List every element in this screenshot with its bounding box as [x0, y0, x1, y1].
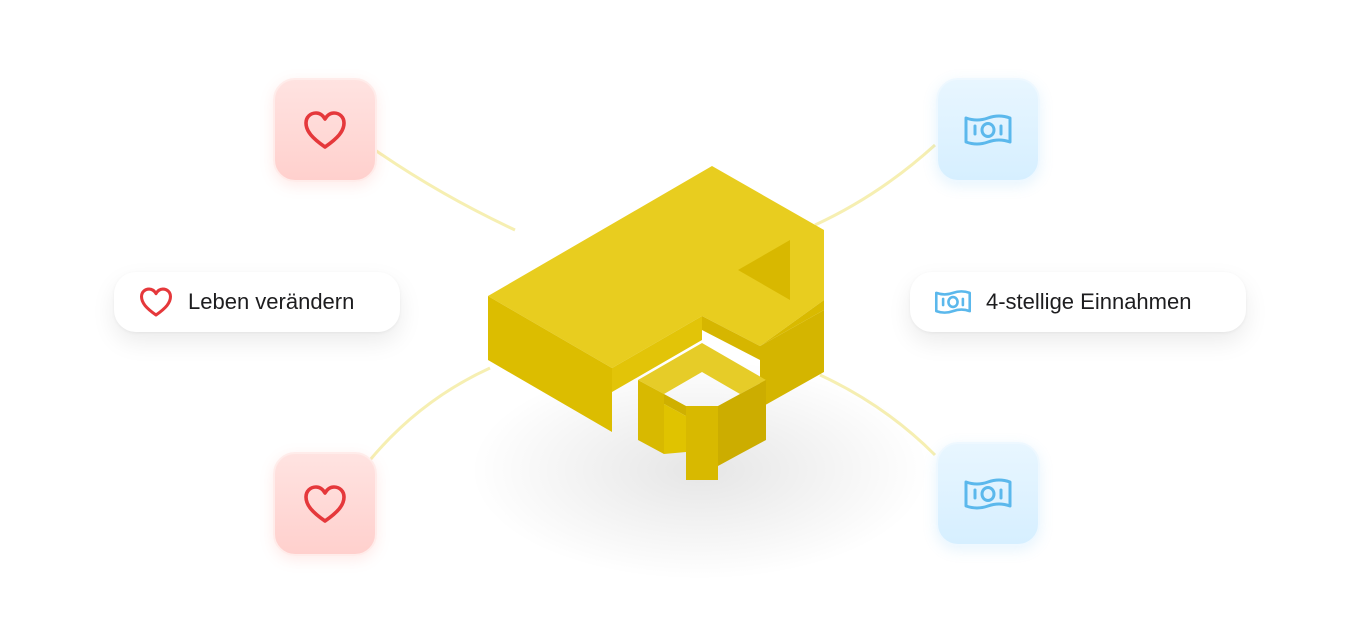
arrow-head-top: [638, 343, 766, 394]
heart-icon: [140, 287, 172, 317]
love-tile-top: [273, 78, 377, 182]
block-right-face: [760, 310, 824, 408]
love-tile-bottom: [273, 452, 377, 556]
label-leben-veraendern: Leben verändern: [188, 289, 355, 314]
label-einnahmen: 4-stellige Einnahmen: [986, 289, 1192, 314]
money-bill-icon: [964, 114, 1012, 146]
money-bill-icon: [964, 478, 1012, 510]
heart-icon: [304, 485, 346, 523]
money-tile-top: [936, 78, 1040, 182]
connector-bottom-left: [368, 366, 491, 461]
connector-top-left: [374, 148, 516, 232]
block-triangle-mark: [738, 240, 790, 300]
money-bill-icon: [934, 290, 972, 314]
block-top-face: [488, 166, 824, 368]
arrow-shaft: [686, 406, 718, 480]
label-pill-right: 4-stellige Einnahmen: [910, 272, 1246, 332]
heart-icon: [304, 111, 346, 149]
label-pill-left: Leben verändern: [114, 272, 400, 332]
block-left-face: [488, 296, 612, 432]
connector-top-right: [814, 143, 937, 227]
money-tile-bottom: [936, 442, 1040, 546]
